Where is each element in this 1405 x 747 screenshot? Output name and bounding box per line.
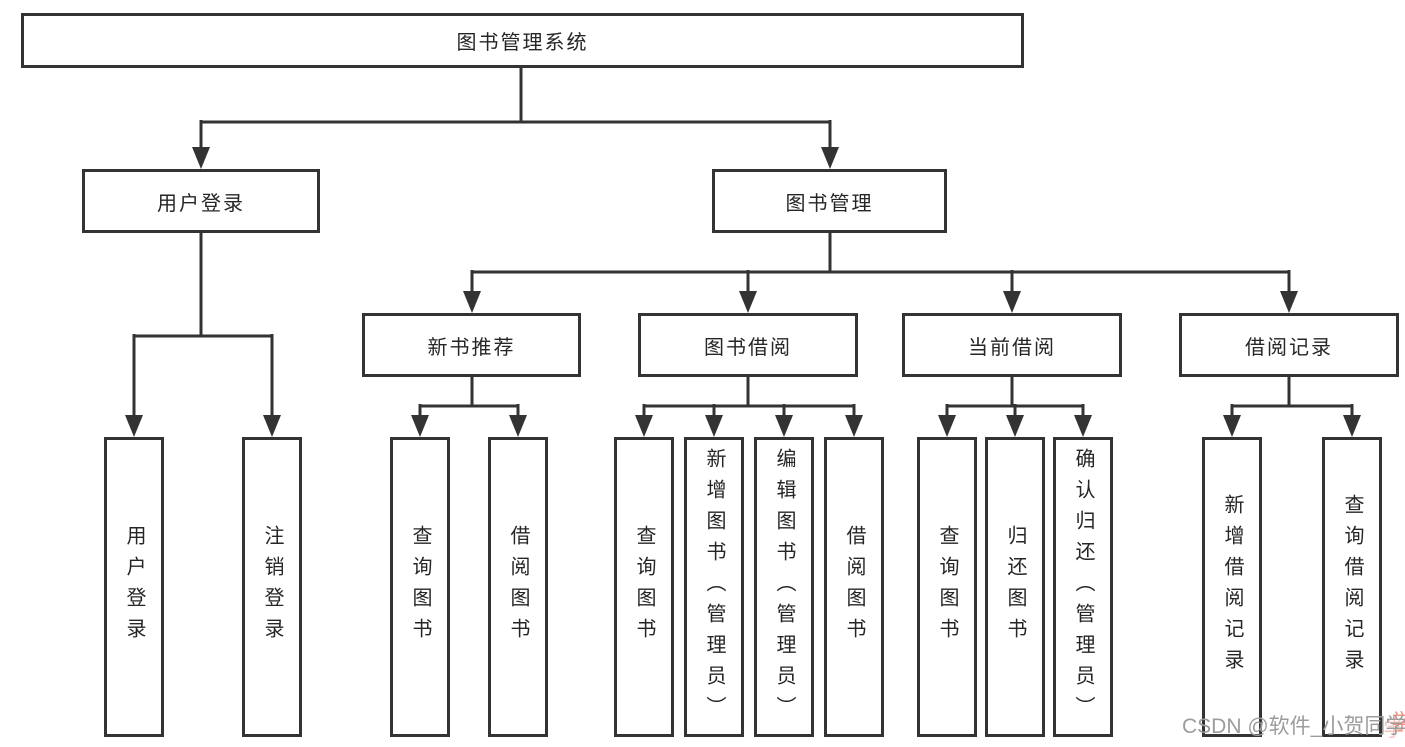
node-book-borrow: 图书借阅 xyxy=(638,313,858,377)
leaf-add-books-admin: 新增图书（管理员） xyxy=(684,437,744,737)
leaf-confirm-return-admin: 确认归还（管理员） xyxy=(1053,437,1113,737)
node-new-book-recommend: 新书推荐 xyxy=(362,313,581,377)
leaf-query-borrow-record-label: 查询借阅记录 xyxy=(1341,494,1363,680)
leaf-return-books-label: 归还图书 xyxy=(1004,525,1026,649)
leaf-user-login-label: 用户登录 xyxy=(123,525,145,649)
leaf-query-books-1-label: 查询图书 xyxy=(409,525,431,649)
leaf-borrow-books-2-label: 借阅图书 xyxy=(843,525,865,649)
arrowheads xyxy=(125,147,1361,437)
node-borrow-records: 借阅记录 xyxy=(1179,313,1399,377)
node-root-library-system: 图书管理系统 xyxy=(21,13,1024,68)
leaf-query-books-2-label: 查询图书 xyxy=(633,525,655,649)
node-user-login-branch: 用户登录 xyxy=(82,169,320,233)
leaf-edit-books-admin-label: 编辑图书（管理员） xyxy=(773,447,795,727)
leaf-query-borrow-record: 查询借阅记录 xyxy=(1322,437,1382,737)
leaf-return-books: 归还图书 xyxy=(985,437,1045,737)
leaf-borrow-books-1: 借阅图书 xyxy=(488,437,548,737)
leaf-user-login: 用户登录 xyxy=(104,437,164,737)
leaf-query-books-3-label: 查询图书 xyxy=(936,525,958,649)
leaf-borrow-books-1-label: 借阅图书 xyxy=(507,525,529,649)
node-current-borrow: 当前借阅 xyxy=(902,313,1122,377)
csdn-watermark-accent: 学 xyxy=(1385,715,1405,738)
leaf-edit-books-admin: 编辑图书（管理员） xyxy=(754,437,814,737)
leaf-logout: 注销登录 xyxy=(242,437,302,737)
leaf-query-books-1: 查询图书 xyxy=(390,437,450,737)
csdn-watermark: CSDN @软件_小贺同学 xyxy=(1182,713,1405,741)
leaf-add-borrow-record: 新增借阅记录 xyxy=(1202,437,1262,737)
csdn-watermark-text: CSDN @软件_小贺同 xyxy=(1182,715,1386,738)
leaf-confirm-return-admin-label: 确认归还（管理员） xyxy=(1072,447,1094,727)
leaf-query-books-3: 查询图书 xyxy=(917,437,977,737)
leaf-borrow-books-2: 借阅图书 xyxy=(824,437,884,737)
leaf-add-books-admin-label: 新增图书（管理员） xyxy=(703,447,725,727)
leaf-add-borrow-record-label: 新增借阅记录 xyxy=(1221,494,1243,680)
node-book-management-branch: 图书管理 xyxy=(712,169,947,233)
leaf-logout-label: 注销登录 xyxy=(261,525,283,649)
leaf-query-books-2: 查询图书 xyxy=(614,437,674,737)
